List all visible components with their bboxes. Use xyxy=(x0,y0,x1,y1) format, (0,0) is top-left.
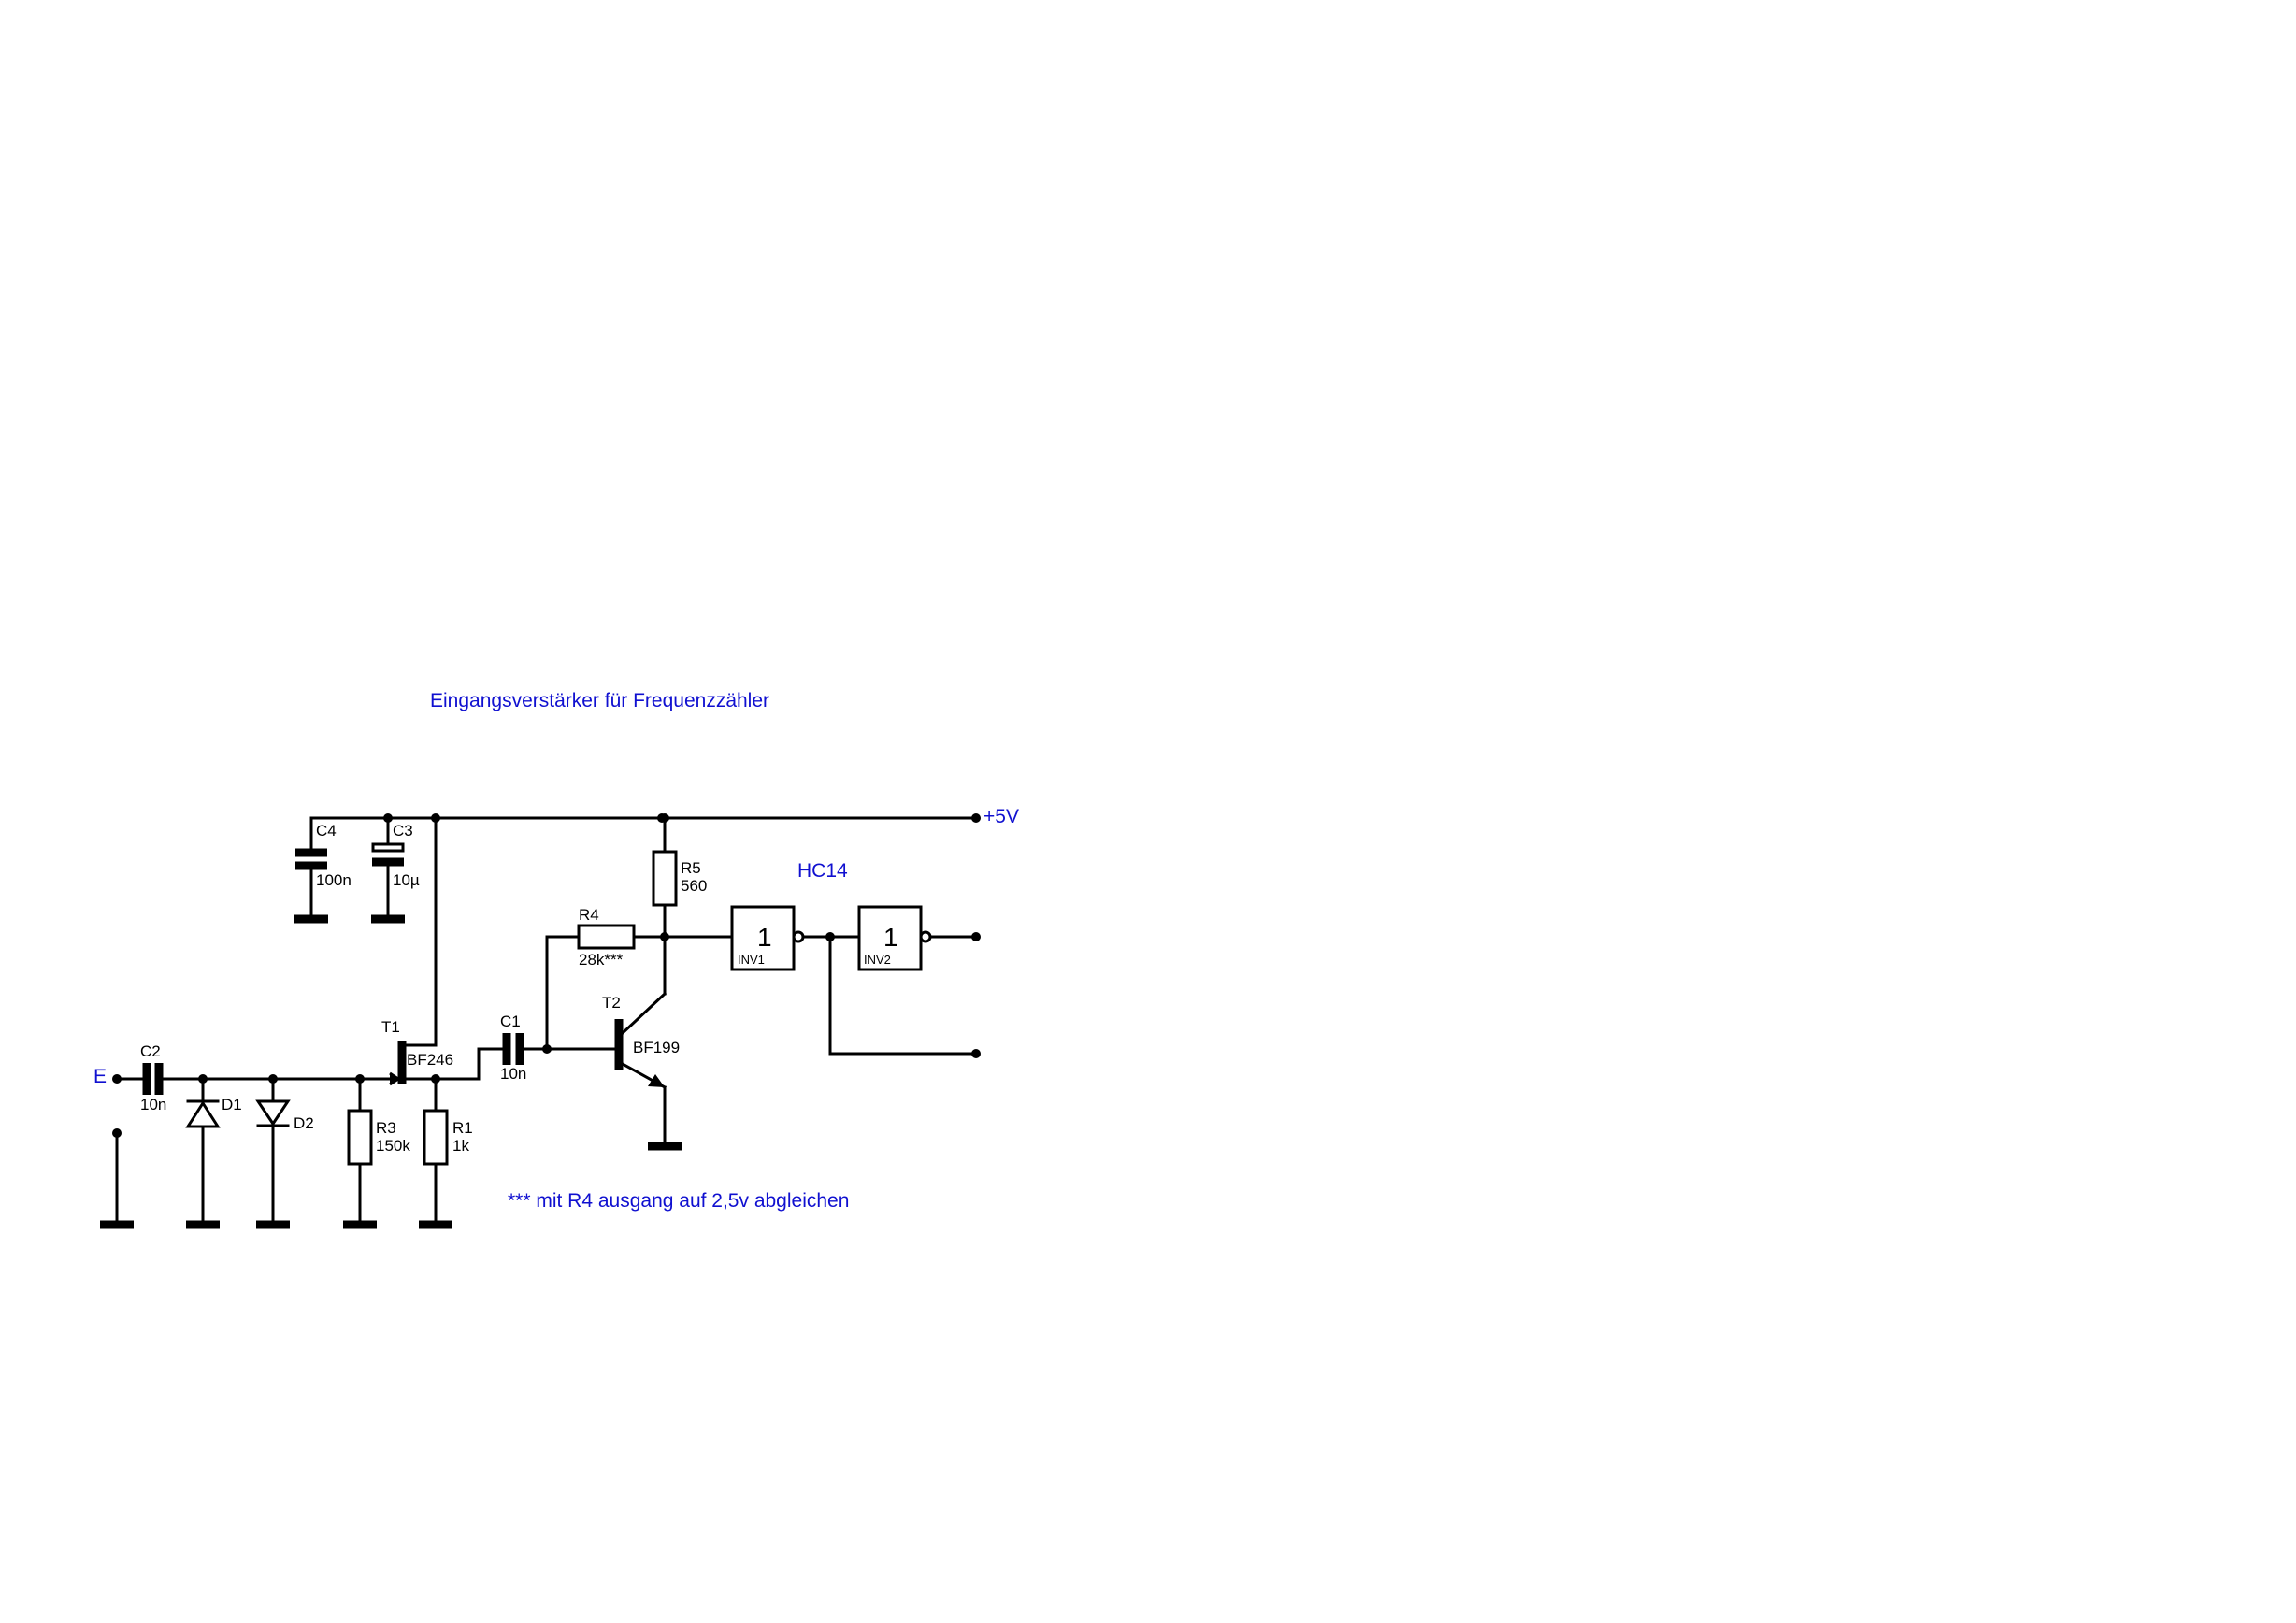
output-branch xyxy=(828,935,981,1058)
t2-ref: T2 xyxy=(602,994,621,1012)
r3-ref: R3 xyxy=(376,1119,396,1137)
r1-value: 1k xyxy=(452,1137,469,1155)
c3-ref: C3 xyxy=(393,822,413,840)
r3-value: 150k xyxy=(376,1137,410,1155)
inverter-inv2: 1 INV2 xyxy=(857,905,981,971)
input-label: E xyxy=(93,1066,107,1087)
capacitor-c1: C1 10n xyxy=(477,1013,616,1083)
supply-terminal xyxy=(971,813,981,823)
supply-label: +5V xyxy=(983,806,1019,827)
c4-ref: C4 xyxy=(316,822,337,840)
capacitor-c4: C4 100n xyxy=(294,816,352,924)
inv1-ref: INV1 xyxy=(738,953,765,967)
c3-value: 10µ xyxy=(393,871,420,889)
c2-ref: C2 xyxy=(140,1042,161,1060)
inv2-symbol: 1 xyxy=(883,923,898,952)
c2-value: 10n xyxy=(140,1096,166,1113)
c1-value: 10n xyxy=(500,1065,526,1083)
diode-d1: D1 xyxy=(185,1074,242,1229)
d2-ref: D2 xyxy=(294,1114,314,1132)
output-terminal-inverted xyxy=(971,932,981,941)
r4-value: 28k*** xyxy=(579,951,624,969)
r5-value: 560 xyxy=(681,877,707,895)
resistor-r4: R4 28k*** xyxy=(542,906,734,1054)
transistor-t2: T2 BF199 xyxy=(602,991,682,1151)
c4-value: 100n xyxy=(316,871,352,889)
output-terminal xyxy=(971,1049,981,1058)
resistor-r3: R3 150k xyxy=(343,1074,410,1229)
r4-ref: R4 xyxy=(579,906,599,924)
resistor-r5: R5 560 xyxy=(652,813,707,996)
t2-value: BF199 xyxy=(633,1039,680,1056)
c1-ref: C1 xyxy=(500,1013,521,1030)
r1-ref: R1 xyxy=(452,1119,473,1137)
adjustment-note: *** mit R4 ausgang auf 2,5v abgleichen xyxy=(508,1190,849,1212)
t1-ref: T1 xyxy=(381,1018,400,1036)
diode-d2: D2 xyxy=(255,1074,314,1229)
diagram-title: Eingangsverstärker für Frequenzzähler xyxy=(430,690,769,711)
inv1-symbol: 1 xyxy=(757,923,772,952)
resistor-r1: R1 1k xyxy=(419,1074,473,1229)
ic-label: HC14 xyxy=(797,860,848,882)
input-section xyxy=(100,1074,144,1229)
r5-ref: R5 xyxy=(681,859,701,877)
t1-value: BF246 xyxy=(407,1051,453,1069)
capacitor-c3: C3 10µ xyxy=(371,816,420,924)
inv2-ref: INV2 xyxy=(864,953,891,967)
transistor-t1: T1 BF246 xyxy=(381,816,481,1086)
d1-ref: D1 xyxy=(222,1096,242,1113)
